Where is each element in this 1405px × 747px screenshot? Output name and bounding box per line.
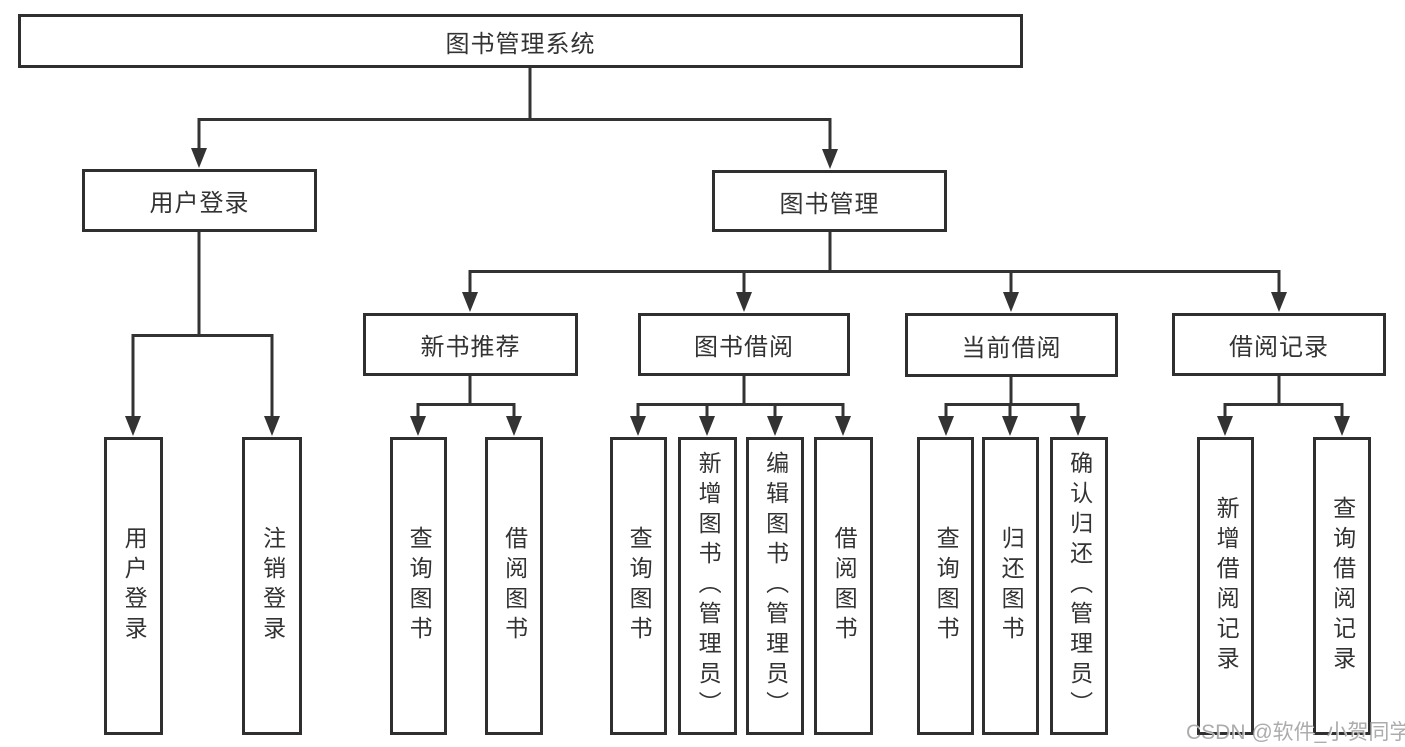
node-book-management: 图书管理 [712, 170, 947, 232]
node-label: 新增图书（管理员） [695, 451, 722, 721]
leaf-edit-books-admin: 编辑图书（管理员） [746, 437, 804, 735]
leaf-query-books-borrow: 查询图书 [610, 437, 667, 735]
node-label: 查询图书 [406, 526, 433, 646]
node-label: 图书管理系统 [445, 30, 596, 58]
leaf-logout: 注销登录 [242, 437, 302, 735]
node-label: 借阅记录 [1229, 334, 1329, 361]
node-label: 查询图书 [933, 526, 960, 646]
leaf-add-books-admin: 新增图书（管理员） [678, 437, 737, 735]
leaf-user-login: 用户登录 [104, 437, 163, 735]
leaf-query-borrow-record: 查询借阅记录 [1313, 437, 1371, 735]
node-new-book-recommendation: 新书推荐 [363, 313, 578, 376]
connector-current-to-leaves [938, 377, 1086, 436]
leaf-query-books-current: 查询图书 [917, 437, 974, 735]
leaf-return-books: 归还图书 [982, 437, 1039, 735]
node-label: 注销登录 [259, 526, 286, 646]
leaf-borrow-books-recommend: 借阅图书 [485, 437, 543, 735]
node-label: 归还图书 [998, 526, 1025, 646]
connector-records-to-leaves [1217, 376, 1350, 436]
leaf-confirm-return-admin: 确认归还（管理员） [1050, 437, 1108, 735]
node-label: 查询图书 [626, 526, 653, 646]
node-label: 借阅图书 [501, 526, 528, 646]
node-borrowing-records: 借阅记录 [1172, 313, 1386, 376]
node-label: 用户登录 [149, 190, 250, 217]
node-label: 新增借阅记录 [1213, 496, 1240, 676]
csdn-watermark: CSDN @软件_小贺同学 [1186, 721, 1405, 744]
node-label: 借阅图书 [831, 526, 858, 646]
connector-root-to-level2 [191, 68, 838, 169]
node-label: 确认归还（管理员） [1066, 451, 1093, 721]
node-label: 当前借阅 [961, 334, 1062, 362]
leaf-query-books-recommend: 查询图书 [390, 437, 447, 735]
node-label: 新书推荐 [420, 334, 521, 361]
connector-bookmgmt-to-level3 [462, 232, 1287, 312]
node-label: 用户登录 [121, 526, 148, 646]
node-label: 图书管理 [779, 190, 880, 218]
node-label: 查询借阅记录 [1329, 496, 1356, 676]
node-book-borrowing: 图书借阅 [638, 313, 850, 376]
connector-userlogin-to-leaves [125, 232, 280, 436]
leaf-add-borrow-record: 新增借阅记录 [1197, 437, 1254, 735]
leaf-borrow-books: 借阅图书 [814, 437, 873, 735]
node-current-borrowing: 当前借阅 [905, 313, 1118, 377]
node-user-login: 用户登录 [82, 169, 317, 232]
node-label: 图书借阅 [694, 334, 794, 361]
node-library-management-system: 图书管理系统 [18, 14, 1023, 68]
node-label: 编辑图书（管理员） [762, 451, 789, 721]
connector-newbooks-to-leaves [410, 376, 522, 436]
connector-borrow-to-leaves [630, 376, 851, 436]
